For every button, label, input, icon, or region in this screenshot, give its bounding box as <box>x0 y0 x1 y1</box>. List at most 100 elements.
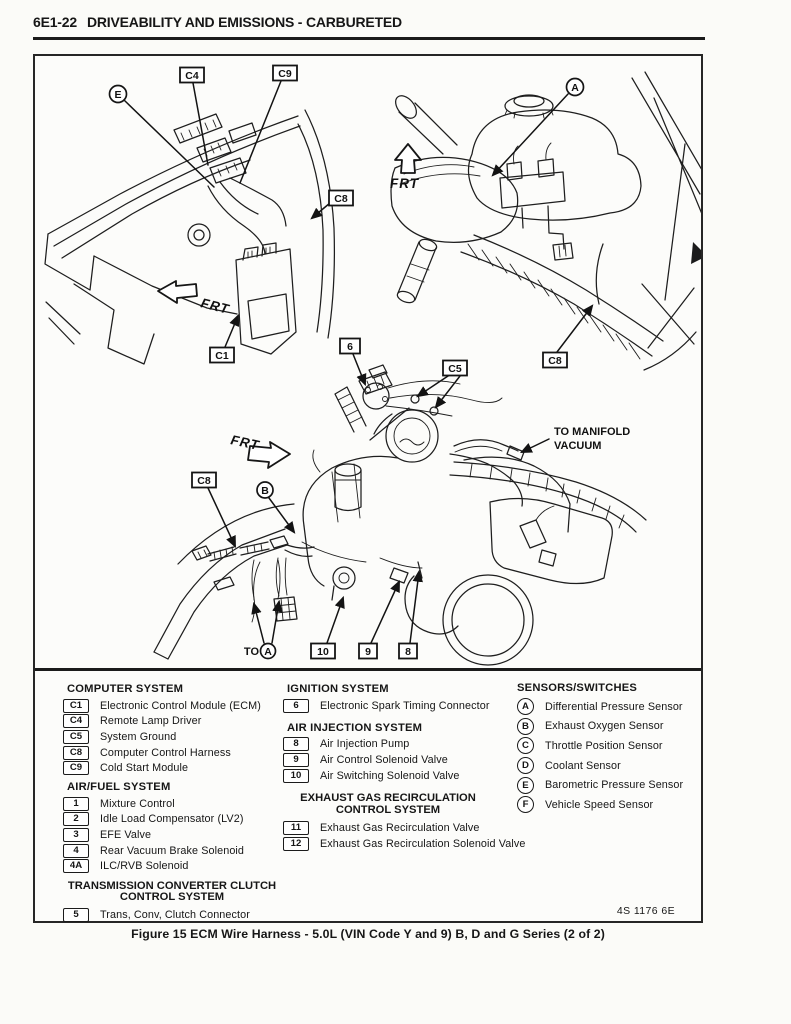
legend-key-box: 11 <box>283 821 309 836</box>
svg-text:10: 10 <box>317 646 329 658</box>
page-header: 6E1-22 DRIVEABILITY AND EMISSIONS - CARBU… <box>33 14 703 30</box>
legend-key-circle: F <box>517 796 534 814</box>
callout-to-a: TO A <box>244 642 277 660</box>
callout-c5: C5 <box>442 359 468 377</box>
legend-key-box: C4 <box>63 714 89 729</box>
callout-c1: C1 <box>209 346 235 364</box>
callout-c9: C9 <box>272 64 298 82</box>
svg-text:C5: C5 <box>448 363 462 375</box>
legend-header: SENSORS/SWITCHES <box>517 682 638 694</box>
legend-key-box: 5 <box>63 907 89 922</box>
frt-arrow-engine: FRT <box>229 432 291 469</box>
frt-label-bay: FRT <box>390 176 420 191</box>
svg-text:8: 8 <box>405 646 411 658</box>
legend-key-box: 10 <box>283 768 309 783</box>
legend-key-box: C1 <box>63 698 89 713</box>
callout-6: 6 <box>339 337 361 355</box>
legend-key-circle: E <box>517 776 534 794</box>
svg-text:C4: C4 <box>185 70 199 82</box>
frt-label-dash: FRT <box>199 295 231 317</box>
legend-header-egr: EXHAUST GAS RECIRCULATION CONTROL SYSTEM <box>300 792 476 816</box>
callout-c8-engine: C8 <box>191 471 217 489</box>
svg-text:C8: C8 <box>548 355 562 367</box>
legend-key-box: 1 <box>63 796 89 811</box>
legend-key-box: 4A <box>63 859 89 874</box>
callout-9: 9 <box>358 642 378 660</box>
legend-header-tcc: TRANSMISSION CONVERTER CLUTCH CONTROL SY… <box>67 879 277 904</box>
callout-c8-dash: C8 <box>328 189 354 207</box>
callout-c8-bay: C8 <box>542 351 568 369</box>
legend-key-box: 9 <box>283 752 309 767</box>
callout-8: 8 <box>398 642 418 660</box>
legend-key-box: C5 <box>63 729 89 744</box>
svg-text:9: 9 <box>365 646 371 658</box>
legend-key-circle: A <box>517 698 534 716</box>
dashboard-diagram-art <box>44 109 336 365</box>
callout-e: E <box>108 84 128 104</box>
legend-key-box: 3 <box>63 827 89 842</box>
legend-header: IGNITION SYSTEM <box>287 683 389 695</box>
page-number: 6E1-22 <box>33 14 77 30</box>
svg-text:VACUUM: VACUUM <box>554 440 601 452</box>
legend-key-box: 6 <box>283 698 309 713</box>
svg-text:B: B <box>261 485 269 497</box>
engine-top-diagram-art <box>153 364 647 666</box>
leader-lines <box>123 80 594 644</box>
figure-box: FRT FRT FRT <box>33 54 703 923</box>
svg-text:E: E <box>114 89 121 101</box>
legend-key-box: 4 <box>63 843 89 858</box>
wire-harness-diagram: FRT FRT FRT <box>44 64 701 666</box>
legend-key-box: 2 <box>63 812 89 827</box>
legend-key-box: C8 <box>63 745 89 760</box>
figure-ref-code: 4S 1176 6E <box>616 905 675 917</box>
frt-label-engine: FRT <box>229 432 261 453</box>
svg-text:A: A <box>264 646 272 658</box>
page-title: DRIVEABILITY AND EMISSIONS - CARBURETED <box>86 14 402 30</box>
svg-text:C9: C9 <box>278 68 292 80</box>
legend-header: AIR/FUEL SYSTEM <box>67 780 171 793</box>
svg-text:6: 6 <box>347 341 353 353</box>
legend-key-box: 8 <box>283 737 309 752</box>
legend-key-circle: B <box>517 717 534 735</box>
legend-divider <box>35 668 701 671</box>
frt-arrow-dash: FRT <box>157 280 232 317</box>
svg-text:C1: C1 <box>215 350 229 362</box>
engine-bay-diagram-art <box>390 71 701 371</box>
figure-caption: Figure 15 ECM Wire Harness - 5.0L (VIN C… <box>131 927 605 941</box>
legend-key-circle: D <box>517 757 534 775</box>
callout-b: B <box>256 481 274 499</box>
svg-text:A: A <box>571 82 579 94</box>
svg-text:TO MANIFOLD: TO MANIFOLD <box>554 426 630 438</box>
frt-arrow-bay: FRT <box>390 143 422 191</box>
callout-10: 10 <box>310 642 336 660</box>
svg-text:C8: C8 <box>197 475 211 487</box>
to-label: TO <box>244 646 260 658</box>
legend-key-circle: C <box>517 737 534 755</box>
callout-a: A <box>565 77 585 97</box>
svg-text:C8: C8 <box>334 193 348 205</box>
